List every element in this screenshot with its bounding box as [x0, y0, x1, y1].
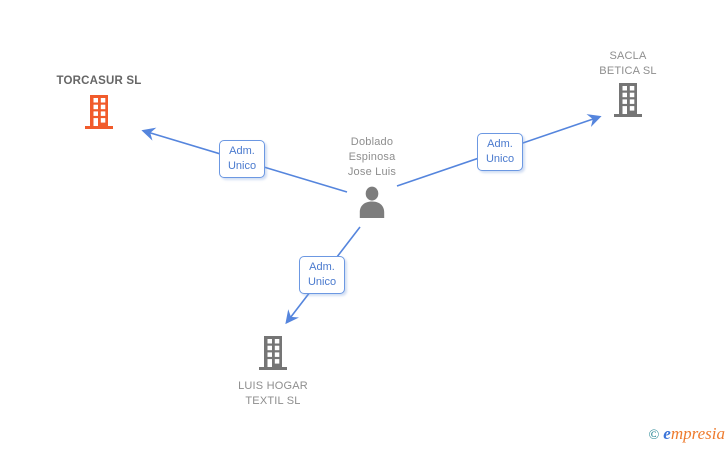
person-name-line: Espinosa — [348, 151, 396, 163]
relationship-label-line: Unico — [307, 276, 337, 288]
relationship-label-line: Adm. — [229, 145, 255, 157]
company-node-torcasur[interactable]: TORCASUR SL — [39, 74, 159, 134]
company-name-line: LUIS HOGAR — [238, 380, 308, 392]
building-icon — [612, 83, 644, 122]
brand-first-letter: e — [663, 424, 671, 443]
company-name-line: TORCASUR SL — [56, 75, 142, 87]
relationship-label-line: Unico — [485, 153, 515, 165]
building-icon — [83, 95, 115, 134]
company-name-luis-hogar-textil: LUIS HOGAR TEXTIL SL — [238, 379, 308, 409]
brand-rest: mpresia — [670, 424, 725, 443]
person-node-doblado-espinosa[interactable]: Doblado Espinosa Jose Luis — [312, 135, 432, 224]
relationship-label-line: Adm. — [487, 138, 513, 150]
company-name-sacla-betica: SACLA BETICA SL — [599, 49, 656, 79]
relationship-label-line: Unico — [227, 160, 257, 172]
building-icon — [257, 336, 289, 375]
company-node-luis-hogar-textil[interactable]: LUIS HOGAR TEXTIL SL — [213, 336, 333, 409]
relationship-label-torcasur: Adm. Unico — [219, 140, 265, 178]
copyright-icon: © — [648, 428, 660, 443]
person-name: Doblado Espinosa Jose Luis — [348, 135, 396, 180]
relationship-label-sacla-betica: Adm. Unico — [477, 133, 523, 171]
empresia-logo[interactable]: ©empresia — [649, 424, 725, 444]
person-name-line: Jose Luis — [347, 166, 397, 178]
person-name-line: Doblado — [350, 136, 394, 148]
relationship-label-line: Adm. — [309, 261, 335, 273]
company-name-line: SACLA — [609, 50, 647, 62]
relationship-label-luis-hogar: Adm. Unico — [299, 256, 345, 294]
company-name-line: BETICA SL — [599, 65, 657, 77]
company-node-sacla-betica[interactable]: SACLA BETICA SL — [568, 49, 688, 122]
company-name-torcasur: TORCASUR SL — [56, 74, 141, 89]
person-icon — [355, 186, 389, 224]
company-name-line: TEXTIL SL — [245, 395, 301, 407]
